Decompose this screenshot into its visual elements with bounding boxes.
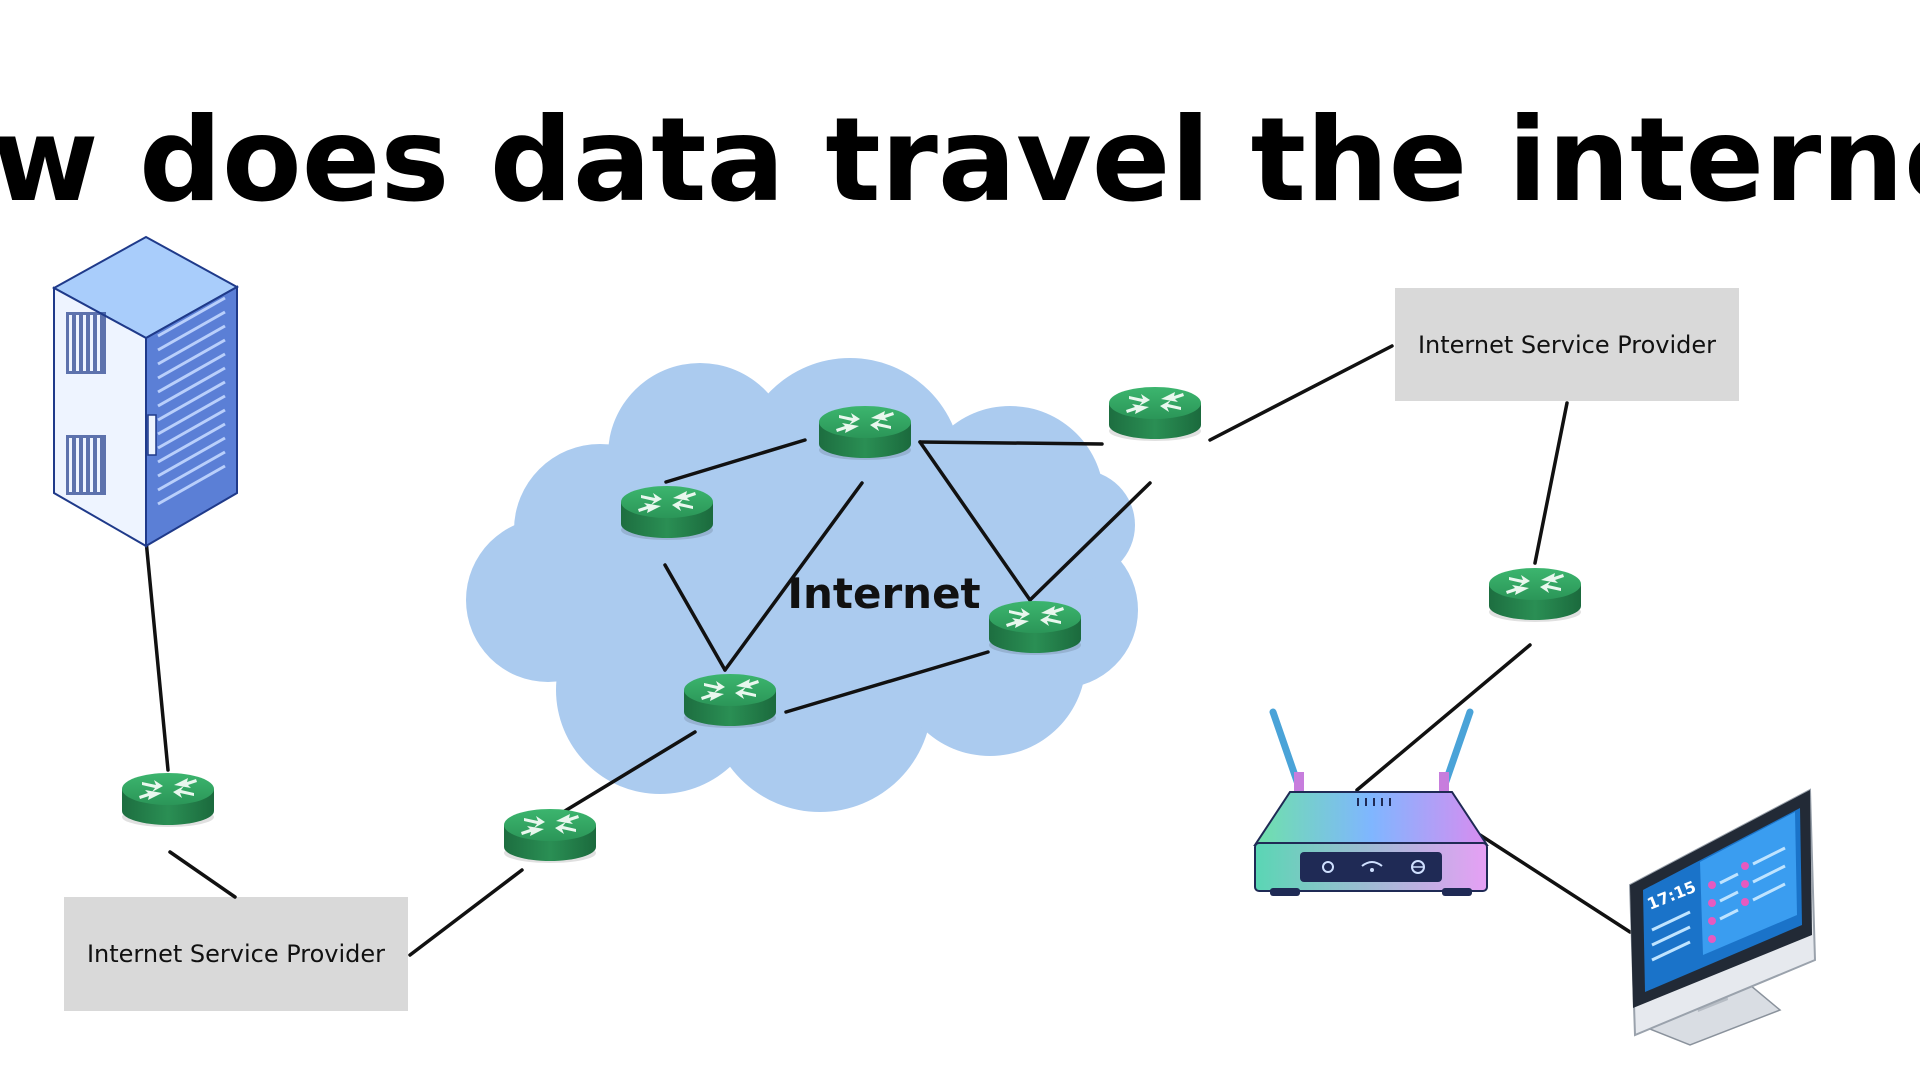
router-icon: [1489, 568, 1581, 622]
isp-box-right: Internet Service Provider: [1395, 288, 1739, 401]
isp-label: Internet Service Provider: [1418, 331, 1716, 359]
router-icon: [684, 674, 776, 728]
router-icon: [819, 406, 911, 460]
internet-cloud: Internet: [466, 358, 1138, 812]
router-icon: [621, 486, 713, 540]
isp-box-left: Internet Service Provider: [64, 897, 408, 1011]
router-icon: [122, 773, 214, 827]
cloud-label: Internet: [787, 569, 980, 618]
router-icon: [989, 601, 1081, 655]
page-title: How does data travel the internet?: [0, 93, 1920, 228]
network-links: [144, 344, 1632, 957]
router-icon: [1109, 387, 1201, 441]
server-rack-icon: [51, 235, 240, 548]
isp-label: Internet Service Provider: [87, 940, 385, 968]
wifi-router-icon: [1253, 708, 1489, 896]
desktop-monitor-icon: 17:15: [1628, 788, 1817, 1046]
router-icon: [504, 809, 596, 863]
